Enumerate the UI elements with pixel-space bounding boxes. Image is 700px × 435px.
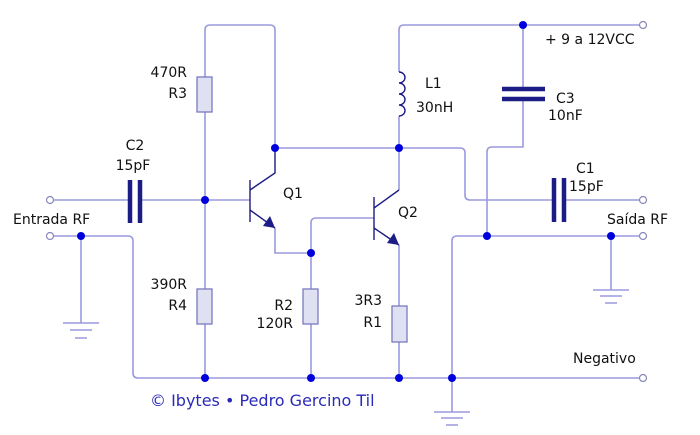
- output-terminal-ground[interactable]: [638, 231, 648, 241]
- transistor-q2: [373, 189, 400, 246]
- c1-name-label: C1: [576, 161, 595, 177]
- resistor-r2: [302, 288, 319, 325]
- supply-label: + 9 a 12VCC: [545, 32, 635, 48]
- resistor-r1: [391, 305, 408, 343]
- output-terminal-signal[interactable]: [638, 195, 648, 205]
- junction-dots: [77, 21, 615, 382]
- c3-value-label: 10nF: [548, 108, 583, 124]
- capacitor-c2: [127, 180, 143, 223]
- c3-name-label: C3: [556, 91, 575, 107]
- transistor-q1: [249, 148, 276, 229]
- wires: [53, 24, 640, 412]
- q1-label: Q1: [283, 186, 303, 202]
- r1-value-label: 3R3: [354, 293, 382, 309]
- r3-value-label: 470R: [151, 65, 188, 81]
- input-label: Entrada RF: [13, 212, 90, 228]
- c2-name-label: C2: [126, 138, 145, 154]
- q2-label: Q2: [398, 205, 418, 221]
- copyright-notice: © Ibytes • Pedro Gercino Til: [150, 391, 375, 410]
- r1-name-label: R1: [363, 315, 382, 331]
- capacitor-c3: [502, 86, 545, 102]
- r2-value-label: 120R: [257, 316, 294, 332]
- capacitor-c1: [551, 178, 567, 222]
- r2-name-label: R2: [274, 298, 293, 314]
- l1-value-label: 30nH: [416, 100, 453, 116]
- negative-label: Negativo: [573, 351, 636, 367]
- supply-terminal[interactable]: [638, 20, 648, 30]
- ground-symbol-input: [63, 322, 99, 339]
- resistor-r4: [196, 288, 213, 325]
- l1-name-label: L1: [425, 76, 442, 92]
- r3-name-label: R3: [168, 86, 187, 102]
- negative-terminal[interactable]: [638, 373, 648, 383]
- c1-value-label: 15pF: [569, 179, 604, 195]
- ground-symbol-negative: [434, 411, 470, 426]
- ground-symbol-output: [593, 289, 629, 304]
- c2-value-label: 15pF: [116, 158, 151, 174]
- resistor-r3: [196, 76, 213, 113]
- input-terminal-signal[interactable]: [45, 195, 55, 205]
- output-label: Saída RF: [607, 212, 668, 228]
- inductor-l1: [398, 71, 406, 117]
- r4-value-label: 390R: [151, 277, 188, 293]
- r4-name-label: R4: [168, 298, 187, 314]
- input-terminal-ground[interactable]: [45, 231, 55, 241]
